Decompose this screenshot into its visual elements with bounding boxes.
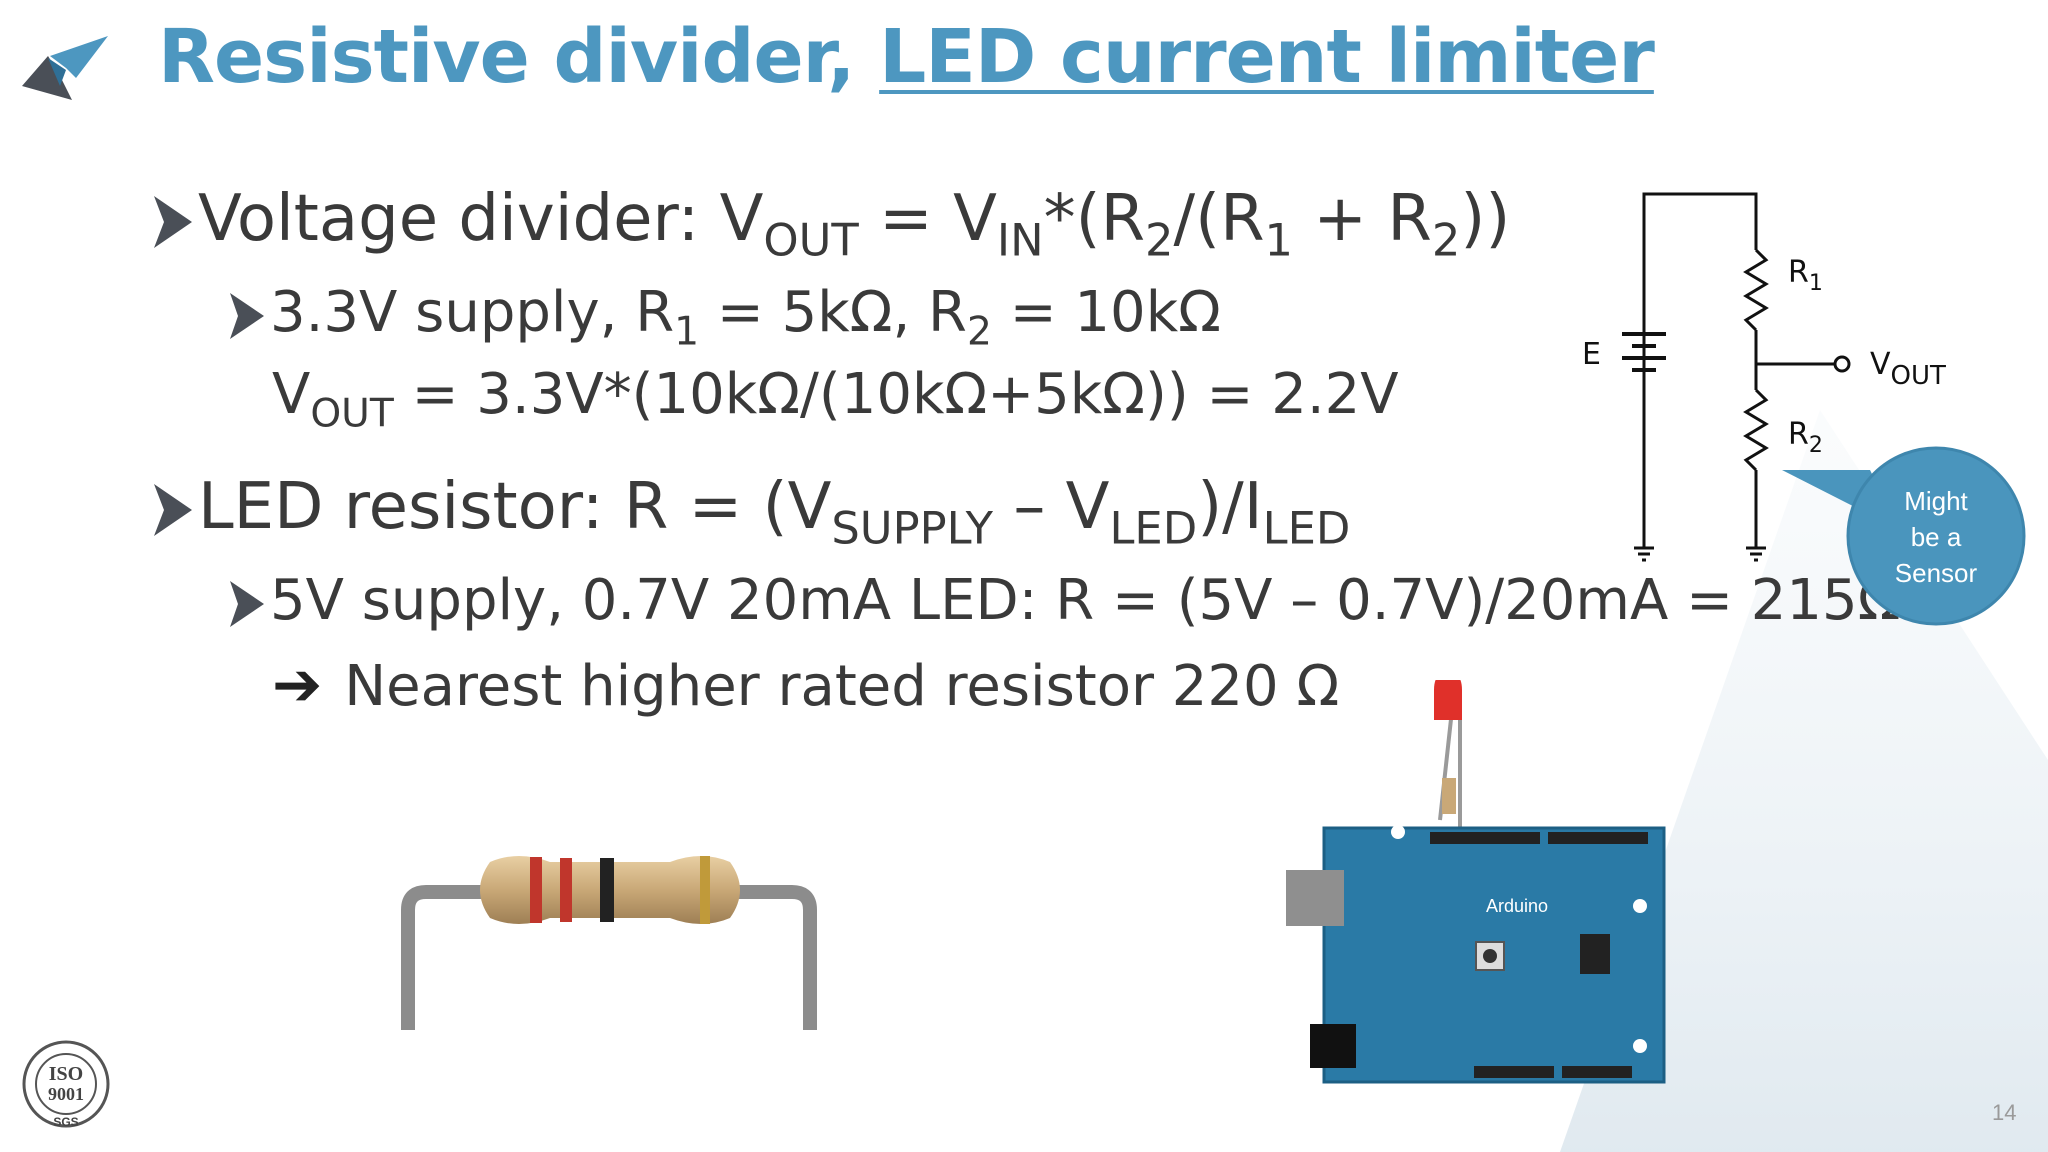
svg-text:Might: Might (1904, 486, 1968, 516)
r2-label: R2 (1788, 417, 1823, 458)
slide-title: Resistive divider, LED current limiter (158, 14, 1655, 100)
bullet-supply-values: 3.3V supply, R1 = 5kΩ, R2 = 10kΩ (228, 280, 1221, 352)
source-label: E (1582, 337, 1601, 372)
nearest-resistor-note: ➔Nearest higher rated resistor 220 Ω (272, 650, 1340, 720)
title-part1: Resistive divider, (158, 14, 880, 100)
led-icon (1434, 680, 1462, 720)
chevron-right-icon (154, 484, 192, 537)
voltage-divider-schematic: E R1 R2 VOUT (1582, 192, 1946, 562)
svg-text:ISO: ISO (49, 1063, 83, 1085)
vout-terminal (1833, 355, 1851, 373)
bullet-led-example: 5V supply, 0.7V 20mA LED: R = (5V – 0.7V… (228, 568, 1900, 633)
arduino-board-image: Arduino (1286, 680, 1666, 1084)
bullet-voltage-divider: Voltage divider: VOUT = VIN*(R2/(R1 + R2… (152, 182, 1510, 263)
r1-label: R1 (1788, 255, 1823, 296)
sensor-callout: Might be a Sensor (1782, 446, 2026, 626)
svg-text:SGS: SGS (53, 1115, 78, 1129)
vout-label: VOUT (1870, 347, 1946, 391)
chevron-right-icon (230, 580, 264, 627)
iso-9001-seal: ISO 9001 SGS (22, 1040, 110, 1129)
resistor-image (401, 856, 817, 1030)
logo-icon (22, 36, 108, 100)
bullet-led-resistor: LED resistor: R = (VSUPPLY – VLED)/ILED (152, 470, 1350, 551)
svg-text:Sensor: Sensor (1895, 558, 1978, 588)
vout-calculation: VOUT = 3.3V*(10kΩ/(10kΩ+5kΩ)) = 2.2V (272, 362, 1399, 437)
page-number: 14 (1992, 1100, 2017, 1125)
arduino-label: Arduino (1486, 896, 1548, 916)
chevron-right-icon (154, 196, 192, 249)
arrow-right-icon: ➔ (272, 650, 323, 720)
title-part2: LED current limiter (879, 14, 1655, 100)
chevron-right-icon (230, 292, 264, 339)
svg-text:9001: 9001 (48, 1084, 84, 1104)
svg-text:be a: be a (1911, 522, 1962, 552)
